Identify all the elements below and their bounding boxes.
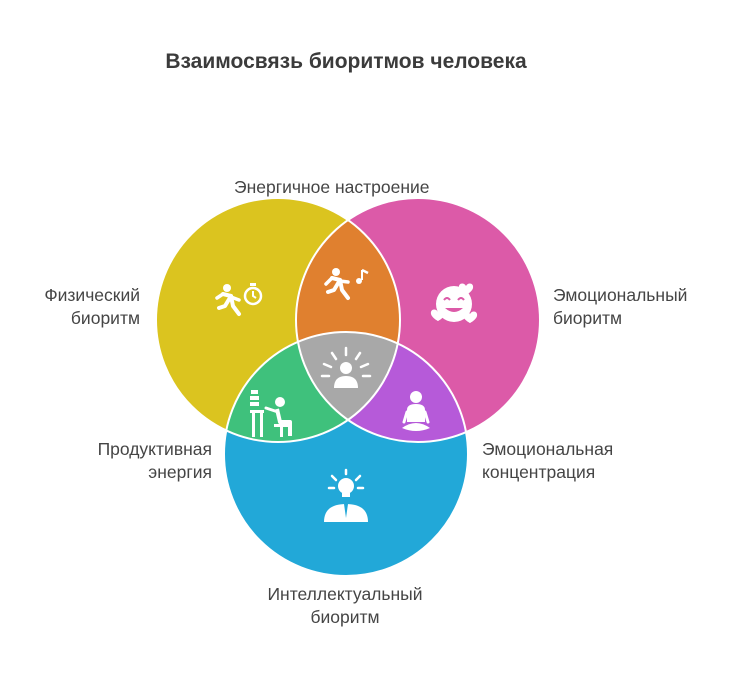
diagram-title: Взаимосвязь биоритмов человека (165, 50, 527, 73)
label-productive-energy: Продуктивная энергия (97, 439, 212, 482)
person-at-desk-icon (250, 390, 292, 437)
running-stopwatch-icon (215, 283, 263, 316)
label-emotional-concentration: Эмоциональная концентрация (482, 439, 614, 482)
meditating-person-icon (402, 391, 430, 431)
label-emotional-biorhythm: Эмоциональный биоритм (553, 285, 688, 328)
label-intellectual-biorhythm: Интеллектуальный биоритм (267, 584, 423, 627)
dancing-music-icon (324, 268, 369, 300)
smiling-face-hearts-icon (430, 283, 478, 323)
emotional-intellectual-overlap (296, 332, 468, 442)
radiant-person-icon (320, 346, 372, 388)
physical-intellectual-overlap (224, 332, 400, 442)
person-lightbulb-icon (324, 468, 368, 522)
label-physical-biorhythm: Физический биоритм (44, 285, 140, 328)
label-energetic-mood: Энергичное настроение (234, 177, 430, 197)
